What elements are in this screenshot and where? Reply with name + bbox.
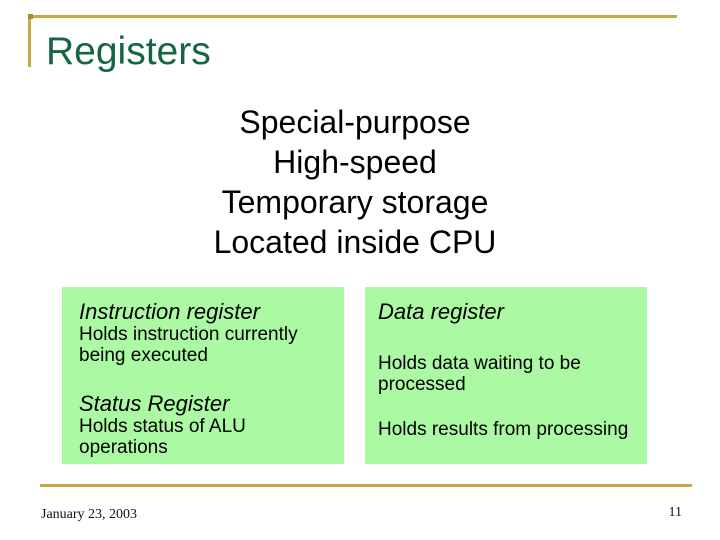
page-number: 11 <box>668 505 682 520</box>
definition-box-instruction: Instruction register Holds instruction c… <box>62 287 344 464</box>
subtitle-line-3: Temporary storage <box>221 184 489 220</box>
subtitle-block: Special-purpose High-speed Temporary sto… <box>0 102 710 262</box>
box-body-data-waiting: Holds data waiting to be processed <box>378 353 581 395</box>
top-accent-line <box>28 15 677 18</box>
definition-box-data: Data register Holds data waiting to be p… <box>365 287 647 464</box>
box-body-instruction-register: Holds instruction currently being execut… <box>79 324 298 366</box>
footer-date: January 23, 2003 <box>41 507 138 522</box>
subtitle-line-4: Located inside CPU <box>213 224 497 260</box>
accent-corner <box>28 14 33 19</box>
footer-accent-line <box>40 484 692 487</box>
box-body-data-results: Holds results from processing <box>378 419 629 440</box>
box-heading-instruction-register: Instruction register <box>79 299 260 324</box>
box-heading-data-register: Data register <box>378 299 504 324</box>
slide-title: Registers <box>46 30 211 73</box>
box-heading-status-register: Status Register <box>79 391 230 416</box>
subtitle-line-2: High-speed <box>273 144 437 180</box>
subtitle-line-1: Special-purpose <box>239 104 471 140</box>
box-body-status-register: Holds status of ALU operations <box>79 416 246 458</box>
left-accent-line <box>28 15 31 67</box>
